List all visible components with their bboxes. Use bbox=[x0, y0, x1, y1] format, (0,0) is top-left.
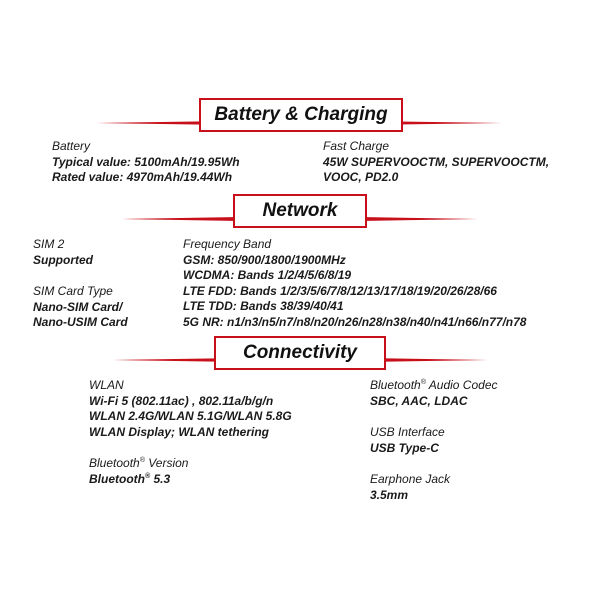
connectivity-section-title: Connectivity bbox=[214, 336, 386, 370]
earphone-jack-info: Earphone Jack 3.5mm bbox=[370, 472, 450, 503]
fast-charge-info: Fast Charge 45W SUPERVOOCTM, SUPERVOOCTM… bbox=[323, 139, 549, 186]
sim-line-1: SIM 2 bbox=[33, 237, 65, 251]
bluetooth-version-heading: Bluetooth® Version bbox=[89, 456, 188, 472]
sim-type-line-2: Nano-USIM Card bbox=[33, 315, 128, 329]
bluetooth-codec-heading: Bluetooth® Audio Codec bbox=[370, 378, 498, 394]
usb-value: USB Type-C bbox=[370, 440, 439, 455]
bluetooth-codec-info: Bluetooth® Audio Codec SBC, AAC, LDAC bbox=[370, 378, 498, 409]
registered-mark: ® bbox=[420, 379, 426, 386]
battery-info: Battery Typical value: 5100mAh/19.95Wh R… bbox=[52, 139, 240, 186]
bt-codec-heading-suffix: Audio Codec bbox=[425, 378, 498, 392]
battery-typical: Typical value: 5100mAh/19.95Wh bbox=[52, 154, 240, 169]
wlan-bands: WLAN 2.4G/WLAN 5.1G/WLAN 5.8G bbox=[89, 409, 292, 423]
sim-line-2: Supported bbox=[33, 252, 93, 267]
fast-charge-heading: Fast Charge bbox=[323, 139, 390, 153]
bluetooth-version-value: Bluetooth® 5.3 bbox=[89, 472, 188, 488]
bluetooth-version-info: Bluetooth® Version Bluetooth® 5.3 bbox=[89, 456, 188, 487]
usb-info: USB Interface USB Type-C bbox=[370, 425, 445, 456]
bt-version-value-text: Bluetooth bbox=[89, 471, 145, 486]
wlan-info: WLAN Wi-Fi 5 (802.11ac) , 802.11a/b/g/n … bbox=[89, 378, 292, 440]
battery-section-title: Battery & Charging bbox=[199, 98, 403, 132]
wlan-display: WLAN Display; WLAN tethering bbox=[89, 424, 269, 439]
registered-mark: ® bbox=[145, 472, 151, 480]
band-5g-nr: 5G NR: n1/n3/n5/n7/n8/n20/n26/n28/n38/n4… bbox=[183, 314, 527, 329]
sim-type-info: SIM Card Type Nano-SIM Card/ Nano-USIM C… bbox=[33, 284, 128, 331]
registered-mark: ® bbox=[139, 457, 145, 464]
connectivity-title-text: Connectivity bbox=[242, 342, 358, 363]
bluetooth-codec-value: SBC, AAC, LDAC bbox=[370, 393, 468, 408]
battery-heading: Battery bbox=[52, 139, 91, 153]
network-section-title: Network bbox=[233, 194, 367, 228]
frequency-band-heading: Frequency Band bbox=[183, 237, 272, 251]
wlan-heading: WLAN bbox=[89, 378, 124, 392]
band-lte-tdd: LTE TDD: Bands 38/39/40/41 bbox=[183, 299, 344, 313]
battery-rated: Rated value: 4970mAh/19.44Wh bbox=[52, 170, 233, 184]
sim-type-line-1: Nano-SIM Card/ bbox=[33, 299, 123, 314]
sim-info: SIM 2 Supported bbox=[33, 237, 93, 268]
bt-version-heading-text: Bluetooth bbox=[89, 456, 140, 470]
frequency-band-info: Frequency Band GSM: 850/900/1800/1900MHz… bbox=[183, 237, 526, 330]
earphone-jack-value: 3.5mm bbox=[370, 487, 409, 502]
wlan-standards: Wi-Fi 5 (802.11ac) , 802.11a/b/g/n bbox=[89, 393, 274, 408]
band-lte-fdd: LTE FDD: Bands 1/2/3/5/6/7/8/12/13/17/18… bbox=[183, 283, 497, 298]
usb-heading: USB Interface bbox=[370, 425, 445, 439]
bt-codec-heading-text: Bluetooth bbox=[370, 378, 421, 392]
fast-charge-line-1: 45W SUPERVOOCTM, SUPERVOOCTM, bbox=[323, 154, 550, 169]
bt-version-value-suffix: 5.3 bbox=[150, 471, 171, 486]
network-title-text: Network bbox=[262, 200, 338, 221]
earphone-jack-heading: Earphone Jack bbox=[370, 472, 451, 486]
battery-title-text: Battery & Charging bbox=[214, 104, 388, 125]
fast-charge-line-2: VOOC, PD2.0 bbox=[323, 170, 399, 184]
bt-version-heading-suffix: Version bbox=[144, 456, 189, 470]
band-gsm: GSM: 850/900/1800/1900MHz bbox=[183, 252, 346, 267]
band-wcdma: WCDMA: Bands 1/2/4/5/6/8/19 bbox=[183, 268, 352, 282]
sim-type-heading: SIM Card Type bbox=[33, 284, 113, 298]
